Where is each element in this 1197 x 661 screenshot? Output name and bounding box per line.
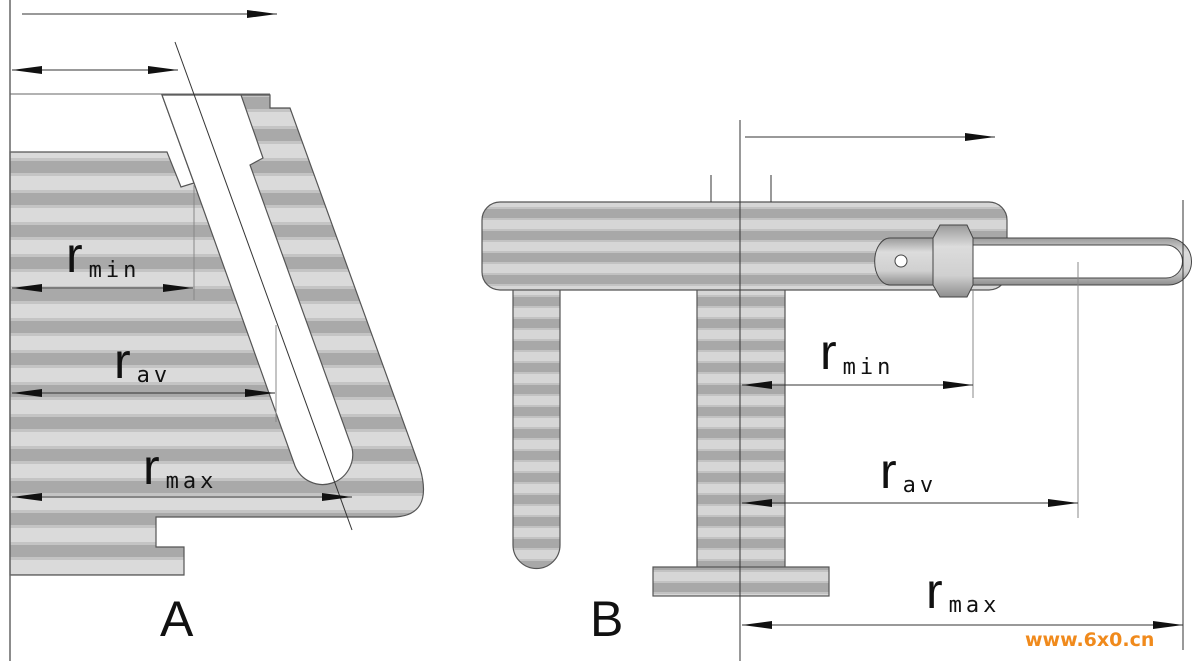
- left-leg-b: [512, 284, 561, 570]
- stem-b: [696, 284, 786, 570]
- watermark: www.6x0.cn: [1025, 629, 1154, 651]
- foot-b: [652, 566, 830, 597]
- pivot-hole-b: [894, 254, 908, 268]
- slot-a: [161, 94, 354, 486]
- slider-window-b: [972, 244, 1183, 279]
- figure-label-a: A: [160, 591, 194, 647]
- slider-tab-b: [932, 224, 974, 298]
- slot-axis-line-a: [174, 41, 353, 531]
- figure-label-b: B: [590, 591, 623, 647]
